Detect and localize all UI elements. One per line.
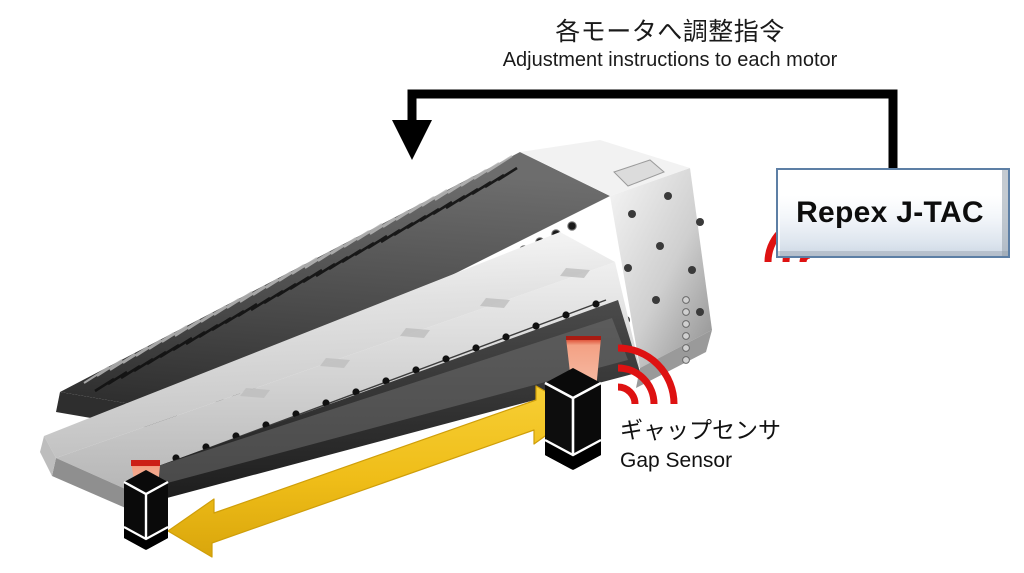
gap-sensor-left (123, 470, 169, 550)
die-end-plate (520, 140, 712, 388)
repex-controller-label: Repex J-TAC (796, 196, 984, 229)
gap-sensor-label: ギャップセンサ Gap Sensor (620, 418, 781, 473)
gap-sensor-label-japanese: ギャップセンサ (620, 418, 781, 444)
die-body (40, 232, 640, 516)
title-english: Adjustment instructions to each motor (502, 49, 838, 71)
repex-controller-box[interactable]: Repex J-TAC (776, 168, 1010, 258)
title-japanese: 各モータへ調整指令 (555, 17, 785, 46)
gap-sensor-label-english: Gap Sensor (620, 448, 733, 472)
wireless-signal-icon-sensor (617, 344, 678, 405)
gap-sensor-right (544, 368, 602, 470)
diagram-title: 各モータへ調整指令 Adjustment instructions to eac… (420, 17, 920, 72)
